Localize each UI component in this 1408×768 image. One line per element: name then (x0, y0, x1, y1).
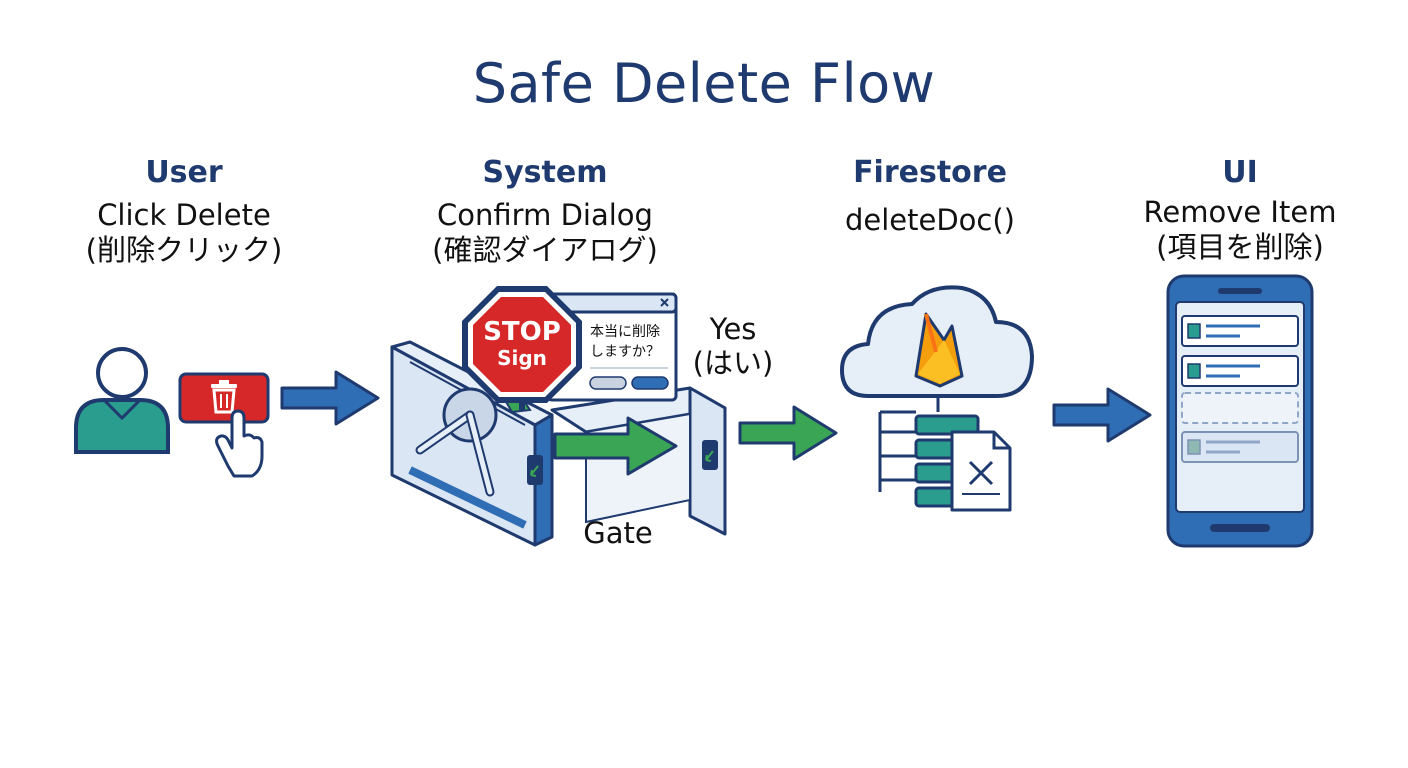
delete-document-icon (950, 430, 1012, 512)
flow-arrow-3 (1052, 387, 1152, 443)
flow-arrow-1 (280, 370, 380, 426)
stage-ui-line1: Remove Item (1143, 195, 1337, 229)
stage-user-line2: (削除クリック) (85, 233, 283, 267)
stage-firestore-heading: Firestore (853, 155, 1007, 190)
trash-icon (211, 380, 237, 414)
pointer-hand-icon (215, 409, 264, 478)
list-item (1181, 315, 1299, 347)
removed-list-item (1181, 392, 1299, 424)
user-icon (74, 347, 170, 454)
stage-system-line1: Confirm Dialog (437, 198, 653, 232)
stage-firestore-line1: deleteDoc() (844, 203, 1015, 237)
diagram-title: Safe Delete Flow (472, 52, 936, 115)
gate-label: Gate (583, 516, 653, 550)
stage-ui-line2: (項目を削除) (1156, 230, 1324, 264)
dialog-message-line1: 本当に削除 (590, 324, 660, 340)
list-item (1181, 355, 1299, 387)
yes-label-line1: Yes (709, 312, 757, 346)
stage-user-line1: Click Delete (97, 198, 271, 232)
stage-user-heading: User (145, 155, 223, 190)
dialog-confirm-button (631, 376, 669, 390)
delete-button (178, 372, 270, 424)
firebase-flame-icon (914, 312, 964, 388)
stage-system-line2: (確認ダイアログ) (432, 233, 658, 267)
yes-label-line2: (はい) (692, 346, 774, 380)
list-item (1181, 431, 1299, 463)
stage-ui-heading: UI (1222, 155, 1258, 190)
stop-sign-line2: Sign (497, 346, 547, 370)
close-icon (660, 298, 669, 307)
flow-arrow-2 (738, 405, 838, 461)
dialog-message-line2: しますか？ (590, 344, 660, 360)
dialog-cancel-button (589, 376, 627, 390)
pass-through-arrow (553, 416, 678, 476)
stop-sign-line1: STOP (483, 317, 561, 347)
stage-system-heading: System (482, 155, 608, 190)
stop-sign-icon (462, 286, 582, 410)
